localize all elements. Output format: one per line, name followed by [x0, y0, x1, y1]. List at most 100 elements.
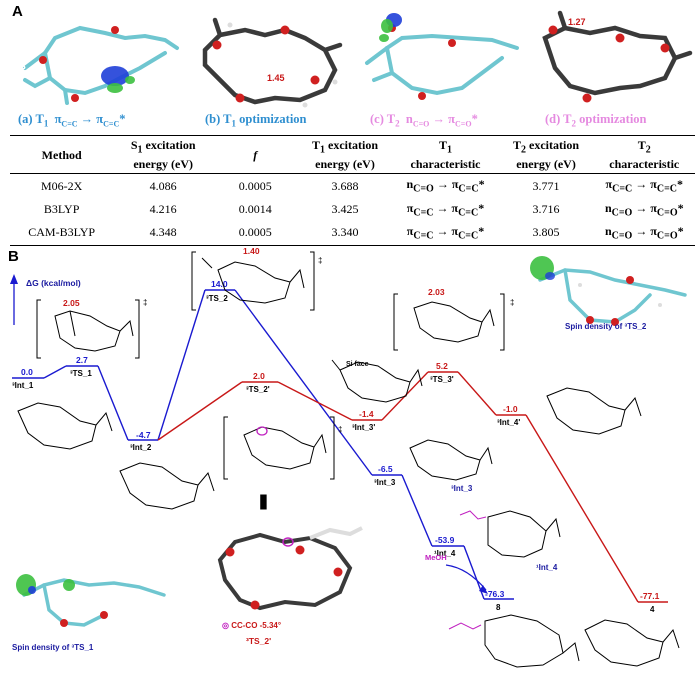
meoh-label: MeOH: [425, 553, 447, 562]
cell-t1c: nC=O → πC=C*: [406, 177, 485, 195]
level-label-ts2p: ³TS_2': [246, 385, 270, 394]
caption-c: (c) T2 nC=O → πC=O*: [370, 112, 478, 129]
caption-d: (d) T2 optimization: [545, 112, 647, 129]
ts2p-double-dagger: ‡: [338, 425, 343, 434]
ts2-double-dagger: ‡: [318, 256, 323, 265]
cc-co-caption: ◎ CC-CO -5.34°: [222, 621, 282, 630]
si-face-label: Si face: [346, 361, 369, 368]
cell-t1: 3.340: [297, 221, 393, 246]
caption-a: (a) T1 πC=C → πC=C*: [18, 112, 126, 129]
cell-t2c: πC=C → πC=C*: [605, 177, 684, 195]
molecule-a-t1-spin-image: [12, 25, 179, 105]
int3-struct-label: ³Int_3: [451, 484, 473, 493]
int3p-structure-image: [331, 359, 423, 403]
header-method: Method: [10, 134, 114, 175]
ts3p-structure-image: [393, 293, 505, 351]
level-label-int3: ³Int_3: [374, 478, 396, 487]
caption-b: (b) T1 optimization: [205, 112, 307, 129]
cc-co-text: CC-CO -5.34°: [231, 621, 282, 630]
int1-structure-image: [17, 402, 113, 450]
level-label-int2: ³Int_2: [130, 443, 152, 452]
cell-t1c: πC=C → πC=C*: [392, 221, 499, 246]
level-value-ts2p: 2.0: [253, 371, 265, 381]
cell-f: 0.0005: [212, 221, 298, 246]
cell-t2: 3.716: [532, 201, 560, 216]
product8-structure-image: [448, 614, 580, 668]
level-value-ts2: 14.0: [211, 279, 228, 289]
bond-length-d: 1.27: [568, 17, 586, 27]
table-row: M06-2X 4.086 0.0005 3.688 nC=O → πC=C* 3…: [10, 174, 695, 198]
cell-t2: 3.805: [498, 221, 594, 246]
cell-method: B3LYP: [43, 201, 80, 216]
level-value-int4: -53.9: [435, 535, 455, 545]
bond-length-b: 1.45: [267, 73, 285, 83]
blue-pathway: [12, 289, 514, 600]
spin-ts1-caption: Spin density of ³TS_1: [12, 643, 94, 652]
table-row: B3LYP 4.216 0.0014 3.425 πC=C → πC=C* 3.…: [10, 198, 695, 221]
spin-ts2-caption: Spin density of ³TS_2: [565, 322, 647, 331]
level-label-int4p: ³Int_4': [497, 418, 521, 427]
level-value-ts1: 2.7: [76, 355, 88, 365]
int4-structure-image: [459, 510, 561, 558]
level-value-p4: -77.1: [640, 591, 660, 601]
level-label-ts3p: ³TS_3': [430, 375, 454, 384]
cell-t1c: πC=C → πC=C*: [406, 200, 485, 219]
cell-t2c: nC=O → πC=O*: [593, 221, 695, 246]
ts1-structure-image: [36, 299, 140, 359]
ts2-bond-length: 1.40: [243, 246, 260, 256]
level-label-p8: 8: [496, 603, 501, 612]
cell-s1: 4.086: [149, 178, 177, 193]
ts2p-3d-image: [217, 526, 363, 611]
molecule-c-t2-spin-image: [365, 13, 519, 100]
cell-t2: 3.771: [532, 178, 560, 193]
axis-label: ΔG (kcal/mol): [26, 278, 81, 288]
level-value-int3: -6.5: [378, 464, 393, 474]
cell-t1: 3.688: [331, 178, 359, 193]
ts3p-double-dagger: ‡: [510, 298, 515, 307]
int4-struct-label: ¹Int_4: [536, 563, 558, 572]
spin-ts1-image: [16, 574, 166, 627]
equivalence-sign: ||||: [259, 493, 268, 510]
level-label-int3p: ³Int_3': [352, 423, 376, 432]
level-label-ts1: ³TS_1: [70, 369, 92, 378]
cell-t2c: nC=O → πC=O*: [604, 200, 684, 219]
level-value-int3p: -1.4: [359, 409, 374, 419]
cell-f: 0.0005: [238, 178, 272, 193]
ts2p-caption: ³TS_2': [246, 636, 272, 646]
level-value-int2: -4.7: [136, 430, 151, 440]
energy-axis-arrow: [10, 274, 18, 325]
cell-s1: 4.216: [149, 201, 177, 216]
level-value-ts3p: 5.2: [436, 361, 448, 371]
molecule-b-t1-opt-image: [202, 17, 343, 108]
int3-structure-image: [409, 439, 493, 481]
ts2-structure-image: [191, 251, 315, 311]
level-value-p8: -76.3: [485, 589, 505, 599]
spin-ts2-image: [530, 256, 687, 326]
molecule-d-t2-opt-image: [542, 10, 693, 103]
table-row: CAM-B3LYP 4.348 0.0005 3.340 πC=C → πC=C…: [10, 221, 695, 246]
level-label-ts2: ³TS_2: [206, 294, 228, 303]
level-label-p4: 4: [650, 605, 655, 614]
cell-method: M06-2X: [41, 178, 83, 193]
int4p-structure-image: [546, 387, 642, 435]
product4-structure-image: [584, 619, 680, 667]
header-f: f: [212, 134, 298, 175]
ts3p-bond-length: 2.03: [428, 287, 445, 297]
cell-s1: 4.348: [113, 221, 213, 246]
level-label-int1: ³Int_1: [12, 381, 34, 390]
ts1-bond-length: 2.05: [63, 298, 80, 308]
cell-t1: 3.425: [331, 201, 359, 216]
cell-method: CAM-B3LYP: [10, 221, 114, 246]
panel-b-letter: B: [8, 248, 19, 265]
level-label-int4: ¹Int_4: [434, 549, 456, 558]
cell-f: 0.0014: [238, 201, 272, 216]
ts1-double-dagger: ‡: [143, 298, 148, 307]
